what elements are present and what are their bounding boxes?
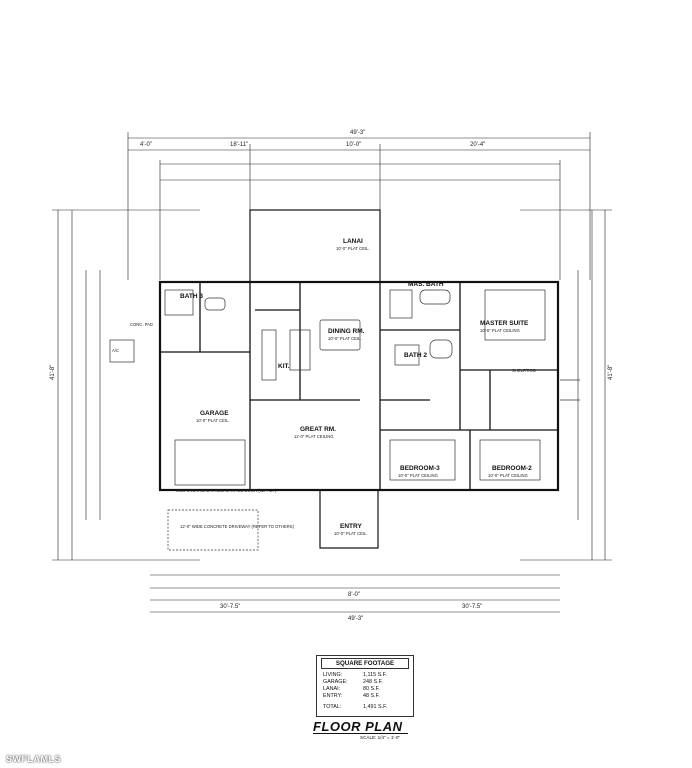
room-label-dining: DINING RM. [328,328,365,335]
plan-title: FLOOR PLAN [313,719,403,734]
sqft-value: 248 S.F. [363,679,383,685]
sqft-value: 48 S.F. [363,693,380,699]
dim-bottom-overall: 49'-3" [348,616,363,622]
sqft-value: 80 S.F. [363,686,380,692]
shelf-rod-label: SHELF/ROD [512,368,536,373]
lanai-note: 10'-0" PLAT CEIL. [336,246,370,251]
dim-bottom-mid: 8'-0" [348,592,360,598]
title-underline [313,733,408,734]
dim-overall-width: 49'-3" [350,130,365,136]
bedroom2-note: 10'-0" PLAT CEILING [488,473,528,478]
master-note: 10'-0" PLAT CEILING [480,328,520,333]
room-label-lanai: LANAI [343,238,363,245]
dim-left-height: 41'-8" [50,365,56,380]
entry-note: 10'-0" PLAT CEIL. [334,531,368,536]
sqft-label: ENTRY: [323,693,343,699]
conc-pad-label: CONC. PAD [130,322,153,327]
room-label-garage: GARAGE [200,410,229,417]
sqft-row-living: LIVING: 1,115 S.F. [323,672,387,679]
ac-label: A/C [112,348,119,353]
dim-right-height: 41'-8" [608,365,614,380]
dining-note: 10'-0" PLAT CEIL. [328,336,362,341]
room-label-bedroom3: BEDROOM-3 [400,465,440,472]
dim-top-mid-b: 10'-0" [346,142,361,148]
sqft-label: GARAGE: [323,679,348,685]
square-footage-title: SQUARE FOOTAGE [321,658,409,669]
watermark: SWFLAMLS [6,754,61,764]
sqft-value: 1,115 S.F. [363,672,387,678]
room-label-great-rm: GREAT RM. [300,426,336,433]
sqft-total-value: 1,491 S.F. [363,704,388,710]
room-label-master-suite: MASTER SUITE [480,320,529,327]
garage-door-note: 9080 OVERHEAD STEEL GARAGE DOOR (IMPACT) [176,488,277,493]
sqft-row-garage: GARAGE: 248 S.F. [323,679,383,686]
room-label-bedroom2: BEDROOM-2 [492,465,532,472]
great-rm-note: 11'-0" PLAT CEILING [294,434,334,439]
square-footage-table: SQUARE FOOTAGE LIVING: 1,115 S.F. GARAGE:… [316,655,414,717]
plan-scale: SCALE: 1/4" = 1'-0" [360,735,401,740]
sqft-row-entry: ENTRY: 48 S.F. [323,693,380,700]
sqft-label: LANAI: [323,686,341,692]
room-label-bath3: BATH 3 [180,293,203,300]
sqft-row-total: TOTAL: 1,491 S.F. [323,704,387,711]
garage-note: 10'-0" PLAT CEIL. [196,418,230,423]
room-label-bath2: BATH 2 [404,352,427,359]
dim-bottom-left: 30'-7.5" [220,604,240,610]
sqft-total-label: TOTAL: [323,704,342,710]
dim-bottom-right: 30'-7.5" [462,604,482,610]
bedroom3-note: 10'-0" PLAT CEILING [398,473,438,478]
dim-top-left: 4'-0" [140,142,152,148]
room-label-mas-bath: MAS. BATH [408,281,444,288]
floor-plan-drawing: LANAI 10'-0" PLAT CEIL. BATH 3 MASTER SU… [50,130,614,622]
room-label-kit: KIT. [278,363,290,370]
dim-top-mid-a: 18'-11" [230,142,248,148]
room-label-entry: ENTRY [340,523,362,530]
sqft-label: LIVING: [323,672,343,678]
driveway-note: 12'-0" WIDE CONCRETE DRIVEWAY (REFER TO … [180,524,295,529]
dim-top-right: 20'-4" [470,142,485,148]
sqft-row-lanai: LANAI: 80 S.F. [323,686,380,693]
